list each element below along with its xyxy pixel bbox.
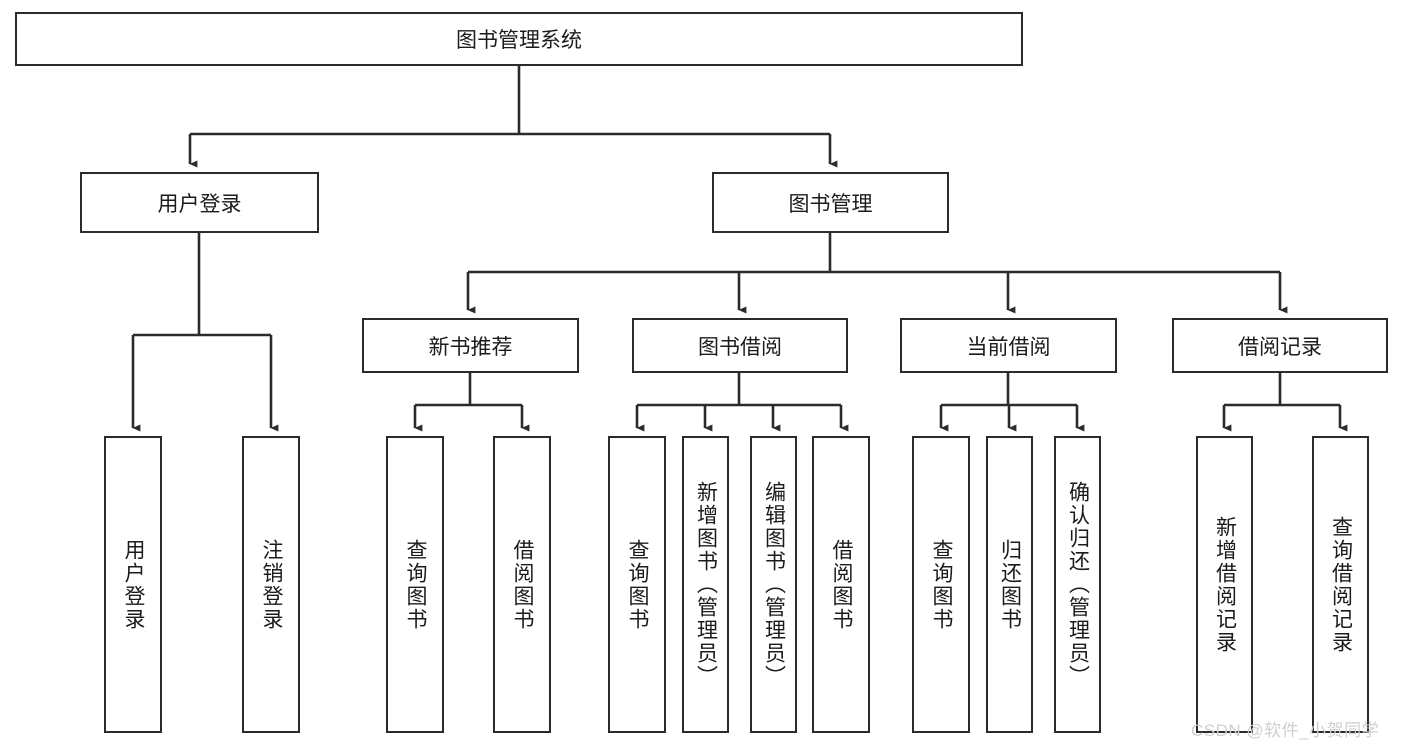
node-label: 归还图书 — [998, 538, 1022, 631]
leaf-query-book-recommend[interactable]: 查询图书 — [386, 436, 444, 733]
node-book-borrow[interactable]: 图书借阅 — [632, 318, 848, 373]
node-root-system[interactable]: 图书管理系统 — [15, 12, 1023, 66]
node-new-book-recommend[interactable]: 新书推荐 — [362, 318, 579, 373]
node-book-management[interactable]: 图书管理 — [712, 172, 949, 233]
node-label: 借阅记录 — [1238, 335, 1322, 359]
node-label: 借阅图书 — [830, 538, 854, 631]
leaf-return-book[interactable]: 归还图书 — [986, 436, 1033, 733]
leaf-add-book-admin[interactable]: 新增图书（管理员） — [682, 436, 729, 733]
node-label: 查询图书 — [930, 538, 954, 631]
node-label: 用户登录 — [122, 538, 146, 631]
node-borrow-records[interactable]: 借阅记录 — [1172, 318, 1388, 373]
node-label: 图书管理 — [788, 192, 873, 216]
node-label: 新增借阅记录 — [1213, 515, 1237, 654]
leaf-user-login[interactable]: 用户登录 — [104, 436, 162, 733]
node-label: 查询图书 — [626, 538, 650, 631]
node-label: 查询图书 — [404, 538, 428, 631]
leaf-confirm-return-admin[interactable]: 确认归还（管理员） — [1054, 436, 1101, 733]
node-label: 图书借阅 — [698, 335, 782, 359]
node-label: 新书推荐 — [428, 335, 513, 359]
leaf-edit-book-admin[interactable]: 编辑图书（管理员） — [750, 436, 797, 733]
node-current-borrow[interactable]: 当前借阅 — [900, 318, 1117, 373]
node-label: 图书管理系统 — [456, 29, 582, 52]
node-label: 当前借阅 — [966, 335, 1051, 359]
leaf-add-borrow-record[interactable]: 新增借阅记录 — [1196, 436, 1253, 733]
node-label: 用户登录 — [157, 192, 242, 216]
node-label: 查询借阅记录 — [1329, 515, 1353, 654]
leaf-borrow-book-recommend[interactable]: 借阅图书 — [493, 436, 551, 733]
node-label: 确认归还（管理员） — [1066, 481, 1090, 688]
leaf-query-borrow-record[interactable]: 查询借阅记录 — [1312, 436, 1369, 733]
leaf-query-book-borrow[interactable]: 查询图书 — [608, 436, 666, 733]
csdn-watermark: CSDN @软件_小贺同学 — [1191, 721, 1380, 740]
leaf-borrow-book[interactable]: 借阅图书 — [812, 436, 870, 733]
node-user-login[interactable]: 用户登录 — [80, 172, 319, 233]
leaf-query-book-current[interactable]: 查询图书 — [912, 436, 970, 733]
node-label: 借阅图书 — [511, 538, 535, 631]
leaf-logout-login[interactable]: 注销登录 — [242, 436, 300, 733]
node-label: 编辑图书（管理员） — [762, 481, 786, 688]
node-label: 注销登录 — [260, 538, 284, 631]
node-label: 新增图书（管理员） — [694, 481, 718, 688]
